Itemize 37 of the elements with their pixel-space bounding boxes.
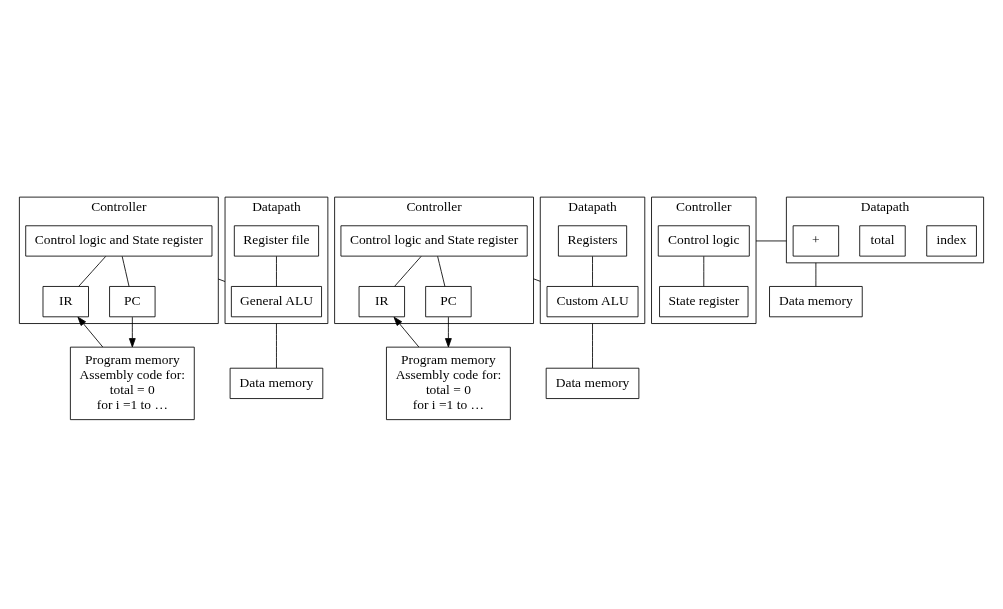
node-box: Control logic and State register <box>25 224 213 257</box>
node-box: Control logic <box>657 224 750 257</box>
node-box: Data memory <box>769 285 863 317</box>
arrow <box>128 316 136 347</box>
arrow <box>393 316 420 347</box>
connector <box>755 240 787 241</box>
connector <box>592 255 593 287</box>
node-box: Program memory Assembly code for: total = 0 for i =1 to … <box>69 346 195 420</box>
connector <box>78 255 107 287</box>
connector <box>437 255 446 287</box>
node-box: Custom ALU <box>546 285 639 317</box>
node-box: total <box>859 224 906 257</box>
node-box: Data memory <box>545 367 640 399</box>
node-box: Control logic and State register <box>340 224 528 257</box>
node-box: IR <box>358 285 405 317</box>
node-box: Program memory Assembly code for: total = 0 for i =1 to … <box>386 346 511 420</box>
connector <box>217 278 226 282</box>
connector <box>592 322 593 368</box>
connector <box>394 255 422 287</box>
node-box: Register file <box>233 224 320 257</box>
connector <box>276 255 277 287</box>
connector <box>276 322 277 368</box>
node-box: General ALU <box>230 285 322 317</box>
connector <box>703 255 705 287</box>
connector <box>121 255 130 287</box>
node-box: PC <box>425 285 472 317</box>
arrow <box>445 316 452 347</box>
node-box: PC <box>109 285 156 317</box>
node-box: Registers <box>557 224 628 257</box>
node-box: index <box>926 224 977 257</box>
node-box: IR <box>42 285 89 317</box>
connector <box>533 277 541 282</box>
arrow <box>77 316 104 347</box>
node-box: State register <box>659 285 749 317</box>
node-box: Data memory <box>229 367 324 399</box>
node-box: + <box>792 224 840 257</box>
connector <box>815 261 817 287</box>
